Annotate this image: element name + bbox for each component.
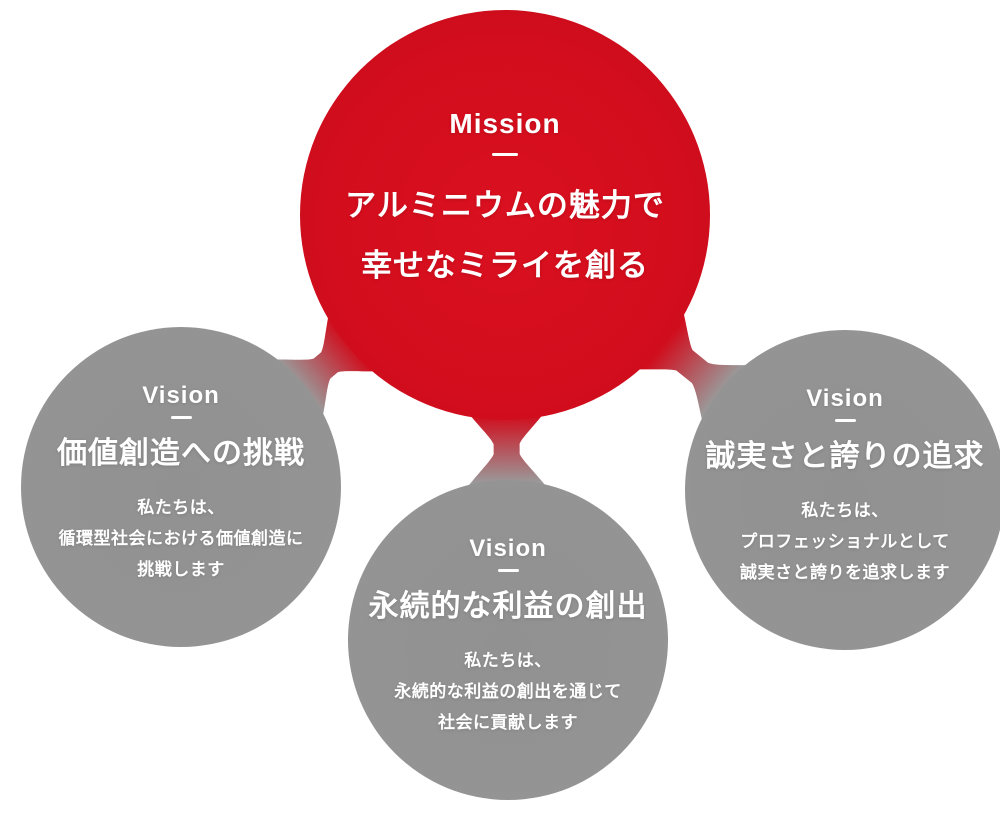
vision-center-label: Vision <box>469 535 547 562</box>
vision-left-description: 私たちは、 循環型社会における価値創造に 挑戦します <box>21 492 341 585</box>
vision-circle-center: Vision 永続的な利益の創出 私たちは、 永続的な利益の創出を通じて 社会に… <box>348 480 668 800</box>
vision-left-label: Vision <box>142 382 220 409</box>
mission-title: アルミニウムの魅力で 幸せなミライを創る <box>300 176 710 296</box>
vision-center-desc-line-3: 社会に貢献します <box>438 713 578 732</box>
mission-label: Mission <box>449 108 561 139</box>
vision-right-desc-line-3: 誠実さと誇りを追求します <box>740 563 950 582</box>
mission-title-line-1: アルミニウムの魅力で <box>345 188 665 223</box>
vision-right-label: Vision <box>806 385 884 412</box>
mission-title-line-2: 幸せなミライを創る <box>361 248 649 283</box>
vision-left-divider-dash <box>170 416 192 419</box>
vision-circle-right: Vision 誠実さと誇りの追求 私たちは、 プロフェッショナルとして 誠実さと… <box>685 330 1000 650</box>
vision-right-desc-line-1: 私たちは、 <box>801 501 889 520</box>
vision-left-desc-line-2: 循環型社会における価値創造に <box>58 529 304 548</box>
vision-center-title: 永続的な利益の創出 <box>368 590 648 623</box>
vision-center-desc-line-2: 永続的な利益の創出を通じて <box>394 682 622 701</box>
vision-right-title: 誠実さと誇りの追求 <box>705 440 985 473</box>
vision-right-divider-dash <box>834 419 856 422</box>
vision-left-desc-line-1: 私たちは、 <box>137 498 225 517</box>
vision-center-desc-line-1: 私たちは、 <box>464 651 552 670</box>
vision-center-description: 私たちは、 永続的な利益の創出を通じて 社会に貢献します <box>348 645 668 738</box>
vision-center-divider-dash <box>497 569 519 572</box>
mission-divider-dash <box>492 153 518 156</box>
mission-circle: Mission アルミニウムの魅力で 幸せなミライを創る <box>300 10 710 420</box>
vision-right-desc-line-2: プロフェッショナルとして <box>740 532 950 551</box>
vision-right-description: 私たちは、 プロフェッショナルとして 誠実さと誇りを追求します <box>685 495 1000 588</box>
vision-left-desc-line-3: 挑戦します <box>137 560 225 579</box>
vision-circle-left: Vision 価値創造への挑戦 私たちは、 循環型社会における価値創造に 挑戦し… <box>21 327 341 647</box>
vision-left-title: 価値創造への挑戦 <box>57 437 305 470</box>
